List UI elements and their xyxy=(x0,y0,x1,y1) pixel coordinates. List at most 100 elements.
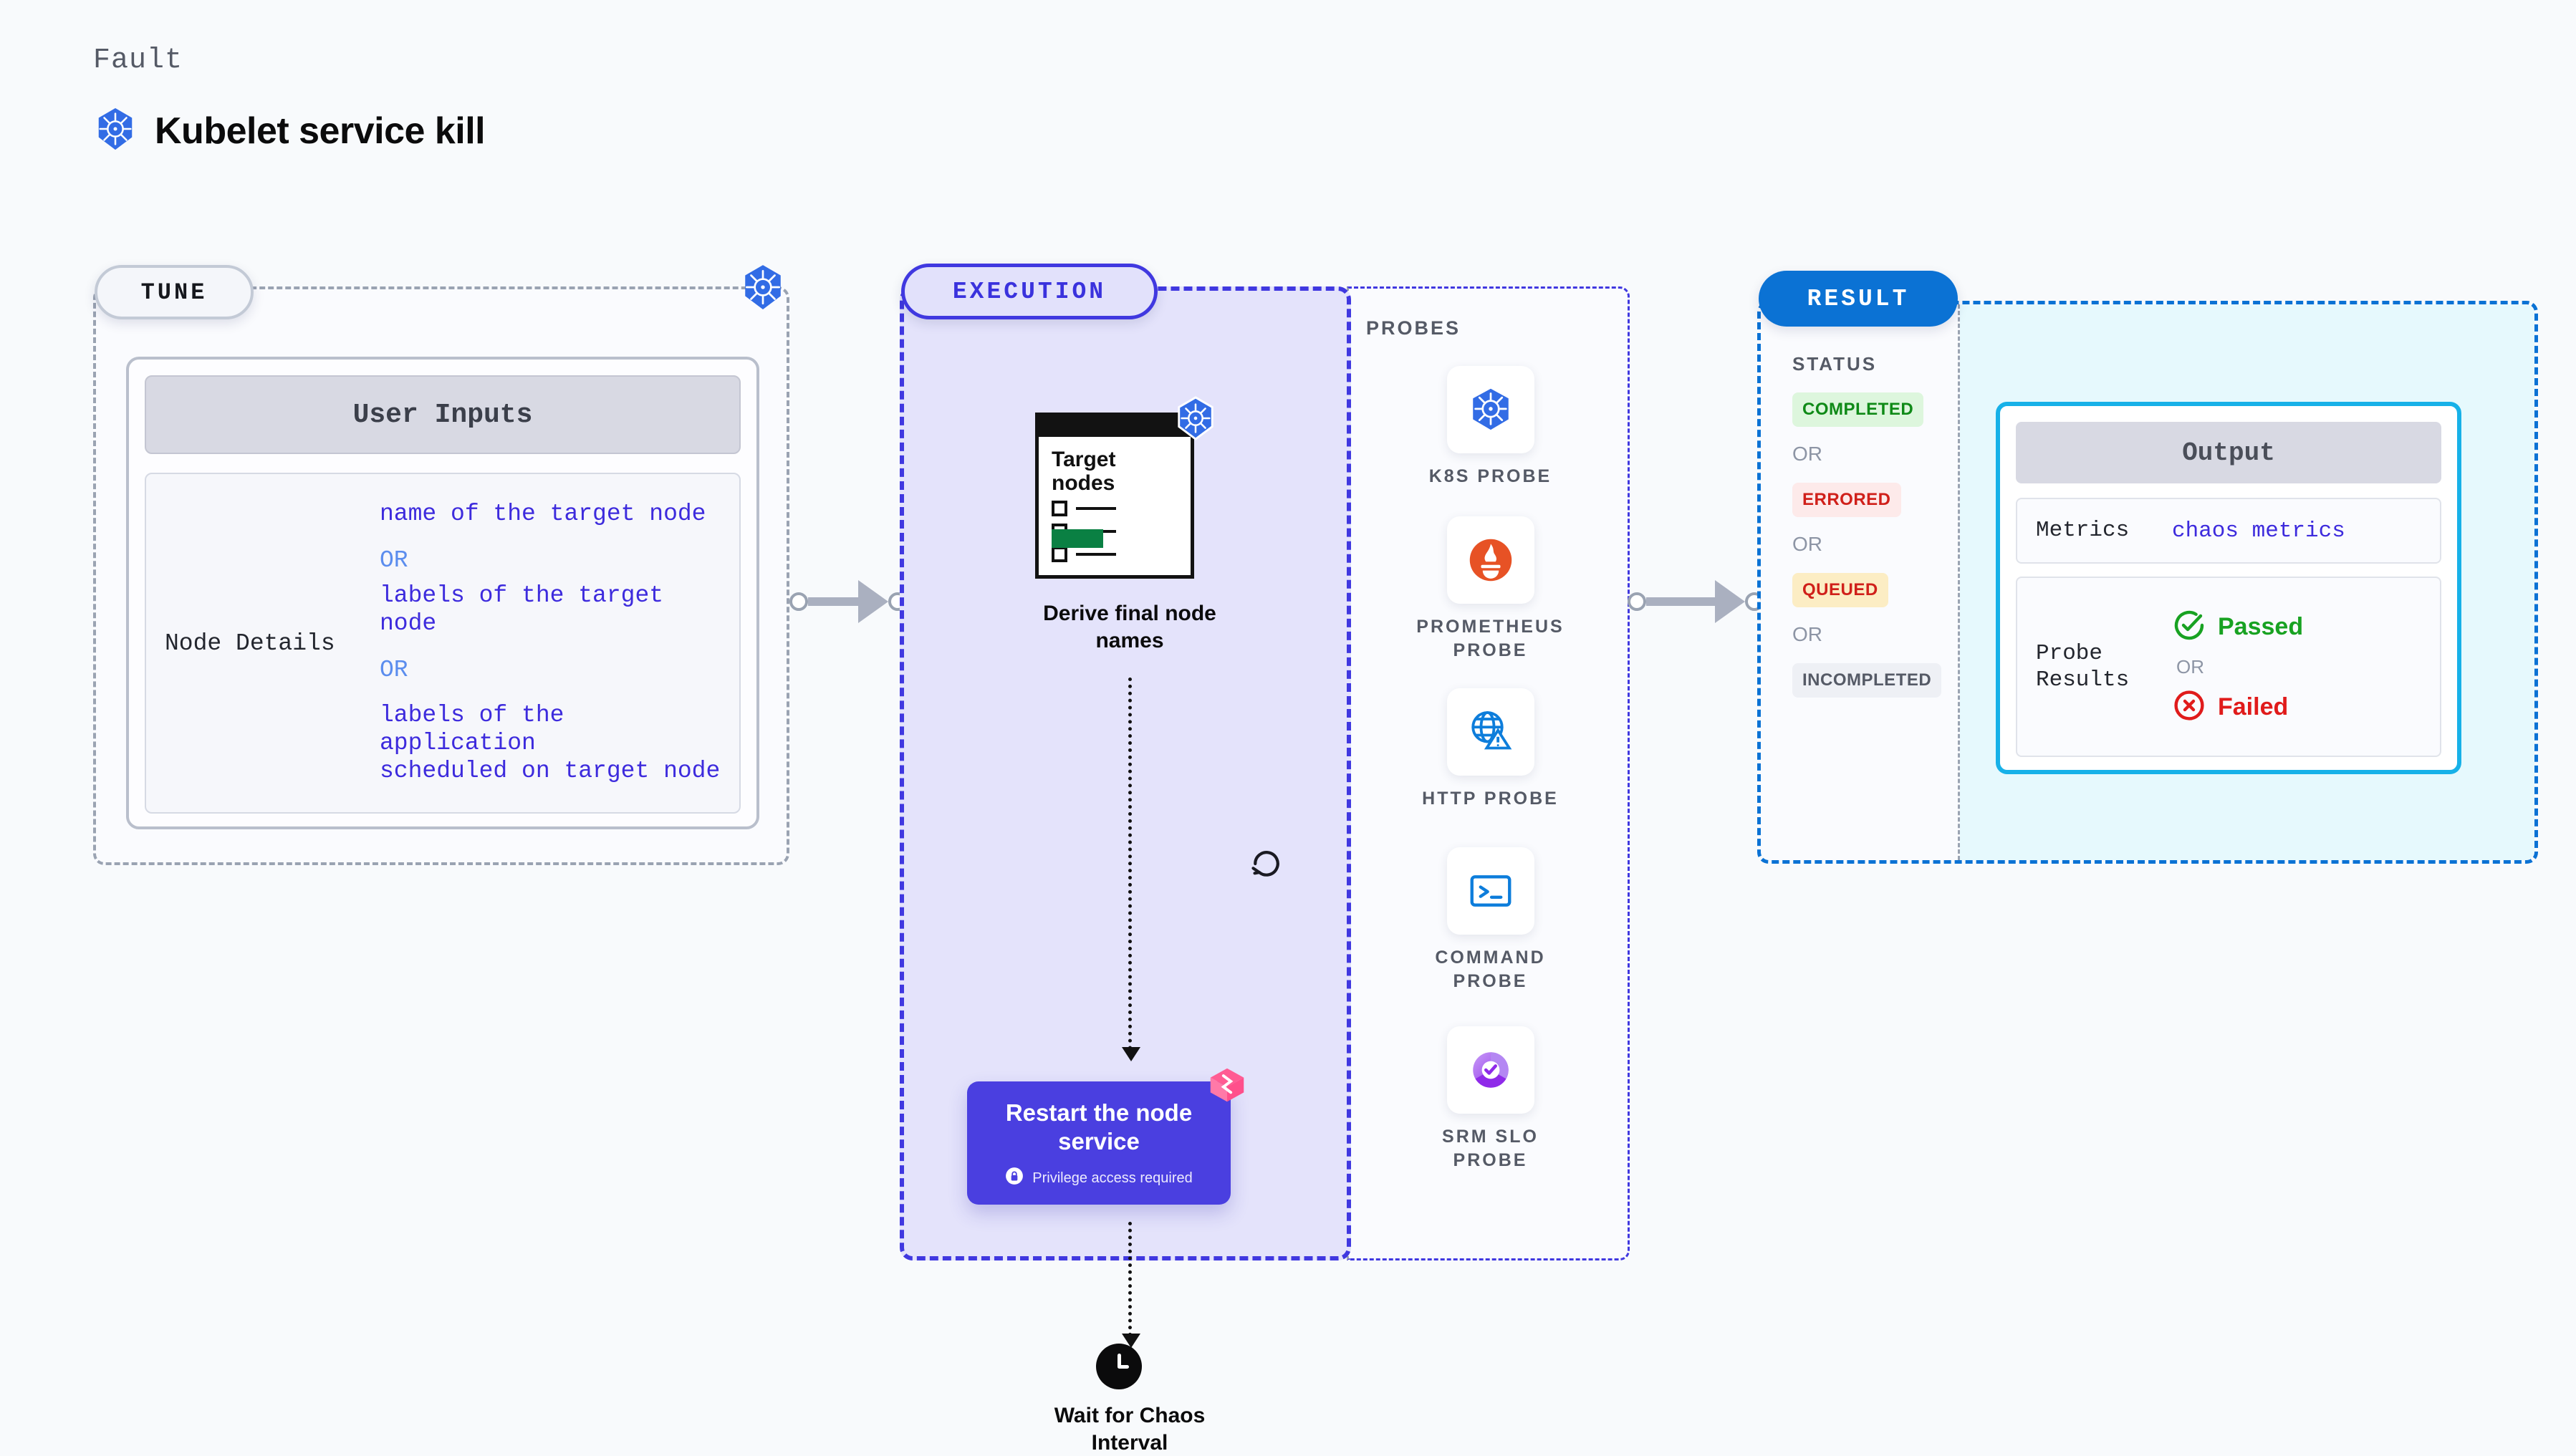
wait-interval-caption: Wait for Chaos Interval xyxy=(972,1402,1287,1456)
probe-label-line1: HTTP PROBE xyxy=(1422,787,1559,811)
target-nodes-title: Target nodes xyxy=(1052,448,1166,495)
status-badge-queued: QUEUED xyxy=(1792,573,1888,607)
connector-arrowhead xyxy=(858,580,888,623)
probe-results-row: Probe Results Passed OR xyxy=(2016,577,2441,757)
probe-item-srm-slo[interactable]: SRM SLO PROBE xyxy=(1349,1026,1632,1172)
metrics-label: Metrics xyxy=(2036,517,2172,544)
probe-results-or: OR xyxy=(2176,656,2303,678)
node-details-values: name of the target node OR labels of the… xyxy=(380,501,732,786)
harness-logo-icon xyxy=(1205,1063,1249,1111)
probe-label-line1: PROMETHEUS xyxy=(1416,615,1564,639)
kubernetes-icon xyxy=(739,264,787,314)
kubernetes-icon xyxy=(93,107,138,155)
page-header: Fault Kubelet service kill xyxy=(93,44,485,155)
caption-line2: Interval xyxy=(972,1430,1287,1456)
node-detail-option-2: labels of the target node xyxy=(380,582,732,638)
probe-result-passed: Passed xyxy=(2172,608,2303,646)
probes-panel: PROBES K8S PROBE xyxy=(1347,286,1630,1260)
probes-title: PROBES xyxy=(1366,317,1461,339)
result-panel: STATUS COMPLETED OR ERRORED OR QUEUED OR… xyxy=(1757,301,2538,864)
prometheus-icon xyxy=(1447,516,1534,604)
probe-label-line2: PROBE xyxy=(1435,970,1545,993)
probe-label-line1: COMMAND xyxy=(1435,946,1545,970)
http-globe-warning-icon xyxy=(1447,688,1534,776)
document-titlebar xyxy=(1035,413,1194,437)
probe-label: HTTP PROBE xyxy=(1422,787,1559,811)
metrics-value: chaos metrics xyxy=(2172,519,2345,544)
probe-item-command[interactable]: COMMAND PROBE xyxy=(1349,847,1632,993)
probe-results-values: Passed OR Failed xyxy=(2172,608,2303,726)
probe-results-label-line2: Results xyxy=(2036,667,2172,693)
document-shape: Target nodes xyxy=(1035,413,1194,579)
user-inputs-header: User Inputs xyxy=(145,375,741,454)
checkbox-icon xyxy=(1052,546,1067,562)
tune-panel-tag: TUNE xyxy=(95,265,254,319)
flow-arrow-2 xyxy=(1128,1222,1132,1336)
caption-line1: Derive final node xyxy=(972,600,1287,627)
progress-indicator xyxy=(1052,529,1103,548)
probe-result-failed: Failed xyxy=(2172,688,2303,726)
probe-label: PROMETHEUS PROBE xyxy=(1416,615,1564,662)
node-details-label: Node Details xyxy=(165,630,380,657)
privilege-note-text: Privilege access required xyxy=(1032,1170,1192,1187)
probe-label: SRM SLO PROBE xyxy=(1442,1125,1539,1172)
probe-results-label-line1: Probe xyxy=(2036,640,2172,667)
clock-icon xyxy=(1096,1344,1142,1389)
privilege-note: Privilege access required xyxy=(1005,1167,1192,1190)
node-detail-option-1: name of the target node xyxy=(380,501,732,529)
probe-results-label: Probe Results xyxy=(2036,640,2172,693)
connector-start-dot xyxy=(789,592,808,611)
connector-execution-to-result xyxy=(1628,580,1764,623)
node-detail-or-1: OR xyxy=(380,547,732,575)
checklist-row xyxy=(1052,501,1116,516)
status-column: STATUS COMPLETED OR ERRORED OR QUEUED OR… xyxy=(1761,304,1960,860)
result-panel-tag: RESULT xyxy=(1759,271,1958,327)
probe-item-prometheus[interactable]: PROMETHEUS PROBE xyxy=(1349,516,1632,662)
execution-panel-tag: EXECUTION xyxy=(901,264,1158,319)
status-title: STATUS xyxy=(1792,353,1958,375)
checklist-row xyxy=(1052,546,1116,562)
rotate-retry-icon[interactable] xyxy=(1246,844,1287,887)
status-badge-incompleted: INCOMPLETED xyxy=(1792,663,1941,698)
restart-title-line1: Restart the node xyxy=(1006,1099,1192,1127)
target-nodes-title-line2: nodes xyxy=(1052,471,1166,495)
status-badge-errored: ERRORED xyxy=(1792,483,1901,517)
checkbox-icon xyxy=(1052,501,1067,516)
kubernetes-icon xyxy=(1173,396,1218,444)
probe-label: COMMAND PROBE xyxy=(1435,946,1545,993)
clock-hand-minute xyxy=(1118,1365,1129,1369)
probe-label: K8S PROBE xyxy=(1429,465,1552,488)
node-detail-option-3-line1: labels of the application xyxy=(380,702,732,758)
fault-title-row: Kubelet service kill xyxy=(93,107,485,155)
status-or-1: OR xyxy=(1792,443,1958,466)
tune-panel: User Inputs Node Details name of the tar… xyxy=(93,286,789,865)
connector-start-dot xyxy=(1628,592,1646,611)
check-circle-icon xyxy=(2172,608,2206,646)
status-badge-completed: COMPLETED xyxy=(1792,392,1923,427)
restart-node-service-step[interactable]: Restart the node service Privilege acces… xyxy=(967,1081,1231,1205)
output-card-header: Output xyxy=(2016,422,2441,483)
target-nodes-card: Target nodes xyxy=(1035,413,1194,579)
lock-icon xyxy=(1005,1167,1024,1190)
probe-label-line1: K8S PROBE xyxy=(1429,465,1552,488)
fault-eyebrow-label: Fault xyxy=(93,44,485,77)
probe-label-line2: PROBE xyxy=(1416,639,1564,662)
connector-tune-to-execution xyxy=(789,580,907,623)
probe-item-http[interactable]: HTTP PROBE xyxy=(1349,688,1632,811)
node-detail-or-2: OR xyxy=(380,657,732,685)
srm-slo-donut-check-icon xyxy=(1447,1026,1534,1114)
page-title: Kubelet service kill xyxy=(155,110,485,153)
terminal-icon xyxy=(1447,847,1534,935)
x-circle-icon xyxy=(2172,688,2206,726)
status-or-3: OR xyxy=(1792,623,1958,646)
node-details-box: Node Details name of the target node OR … xyxy=(145,473,741,814)
output-card: Output Metrics chaos metrics Probe Resul… xyxy=(1996,402,2461,774)
target-nodes-title-line1: Target xyxy=(1052,448,1166,471)
probe-item-k8s[interactable]: K8S PROBE xyxy=(1349,366,1632,488)
list-line xyxy=(1076,507,1116,510)
flow-arrow-1 xyxy=(1128,678,1132,1050)
probe-label-line1: SRM SLO xyxy=(1442,1125,1539,1149)
result-body: Output Metrics chaos metrics Probe Resul… xyxy=(1960,304,2534,860)
restart-step-title: Restart the node service xyxy=(1006,1099,1192,1155)
connector-arrowhead xyxy=(1715,580,1745,623)
